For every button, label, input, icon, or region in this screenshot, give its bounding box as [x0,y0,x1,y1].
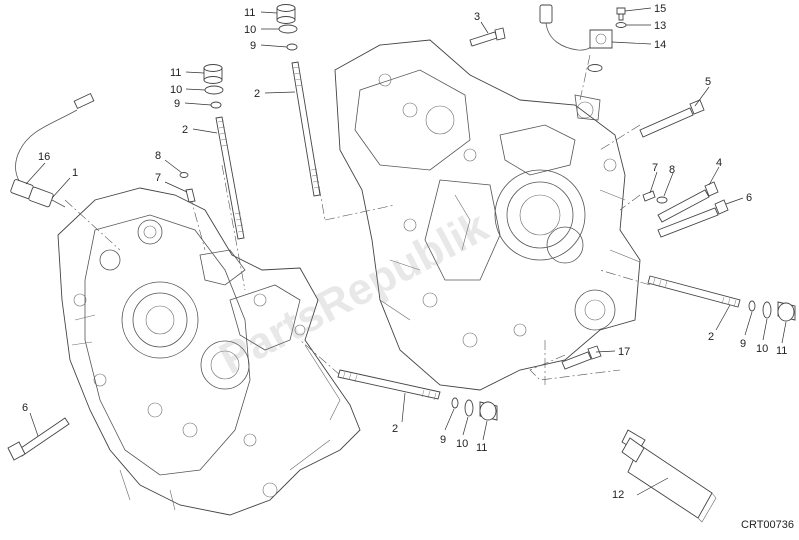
nut-washer-set-top [276,4,298,51]
callout-6-right: 6 [746,192,752,204]
callout-9-right: 9 [740,338,746,350]
left-crankcase-half [57,187,361,516]
callout-13: 13 [654,20,666,32]
seal-8-right [656,196,668,204]
bolt-6-left [7,417,70,461]
bolt-4 [657,181,719,223]
callout-2-bottom: 2 [392,423,398,435]
callout-16: 16 [38,151,50,163]
washer-13 [615,22,627,28]
callout-6-left: 6 [22,402,28,414]
bolt-5 [639,99,705,138]
drawing-code: CRT00736 [741,519,794,531]
callout-7-left: 7 [155,172,161,184]
leader-lines [25,7,787,496]
callout-15: 15 [654,3,666,15]
callout-10-bottom: 10 [456,438,468,450]
seal-8-left [179,172,189,178]
callout-8-right: 8 [669,164,675,176]
callout-2-top: 2 [254,88,260,100]
stud-2-right [647,275,741,308]
callout-12: 12 [612,489,624,501]
callout-8-left: 8 [155,150,161,162]
callout-2-right: 2 [708,331,714,343]
right-crankcase-half [334,39,641,391]
callout-10-left: 10 [170,84,182,96]
bolt-17 [561,345,602,370]
sensor-wire-16 [10,92,95,208]
nut-washer-set-left [203,64,224,109]
callout-5: 5 [705,76,711,88]
nut-washer-set-right [748,300,796,322]
callout-3: 3 [474,11,480,23]
callout-2-left: 2 [182,124,188,136]
dowel-7-left [185,188,196,203]
sensor-14 [539,4,613,72]
callout-9-left: 9 [174,98,180,110]
bolt-6-right [657,199,729,238]
callout-9-bottom: 9 [440,434,446,446]
callout-7-right: 7 [652,162,658,174]
dowel-7-right [642,190,656,202]
stud-2-bottom [337,369,441,401]
callout-9-top: 9 [250,40,256,52]
screw-15 [616,7,626,21]
callout-1: 1 [72,167,78,179]
bolt-3 [469,27,506,47]
sealant-tube-12 [621,429,717,523]
callout-11-bottom: 11 [476,442,487,454]
stud-2-top [291,61,321,197]
nut-washer-set-bottom [451,397,498,421]
callout-17: 17 [618,346,630,358]
callout-10-right: 10 [756,343,768,355]
callout-11-left: 11 [170,67,181,79]
callout-10-top: 10 [244,24,256,36]
stud-2-left [215,116,245,240]
callout-11-right: 11 [776,345,787,357]
callout-4: 4 [716,157,722,169]
callout-11-top: 11 [244,7,255,19]
callout-14: 14 [654,39,666,51]
